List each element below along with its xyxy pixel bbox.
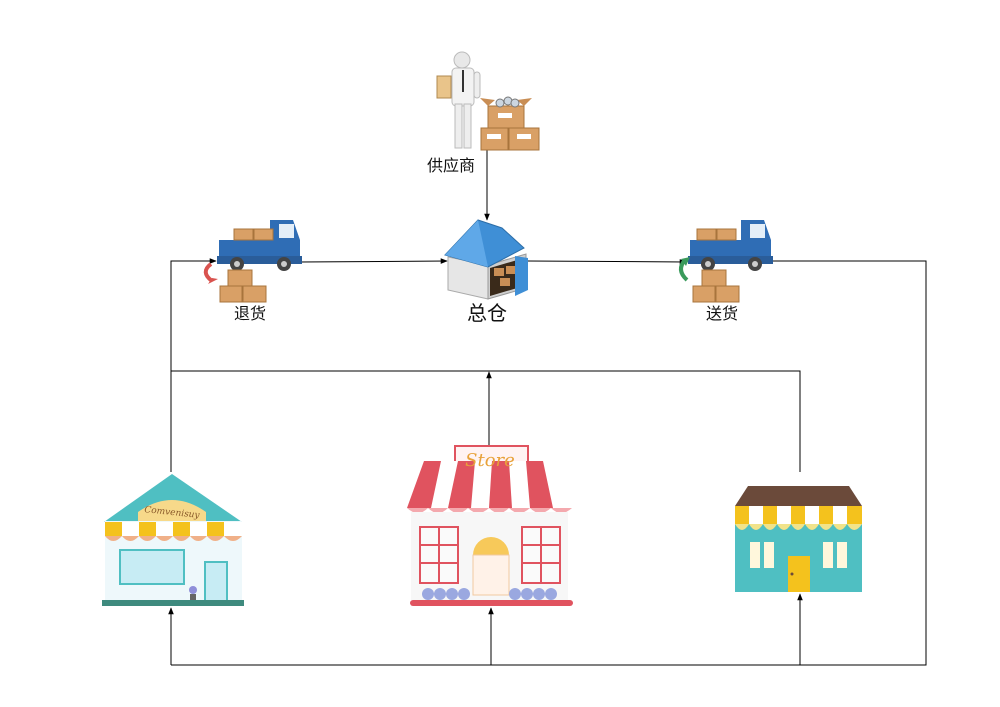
awning (735, 506, 862, 530)
delivery-truck-node: 送货 (681, 220, 773, 323)
return-boxes-icon (220, 270, 266, 302)
warehouse-node: 总仓 (445, 220, 528, 325)
warehouse-to-delivery-truck-edge (528, 261, 686, 262)
store-right-node (735, 486, 862, 592)
truck-icon (688, 220, 773, 271)
supplier-node: 供应商 (427, 52, 539, 175)
delivery-label: 送货 (706, 304, 738, 323)
convenience-store-icon (102, 474, 244, 606)
shop-icon (735, 486, 862, 592)
supplier-boxes-icon (480, 97, 539, 150)
return-curved-arrow-icon (206, 264, 212, 281)
store-center-node: Store (407, 446, 573, 606)
warehouse-label: 总仓 (467, 301, 507, 325)
store-center-sign: Store (465, 450, 515, 471)
supplier-label: 供应商 (427, 156, 475, 175)
supplier-person-icon (437, 52, 480, 148)
return-truck-to-warehouse-edge (300, 261, 447, 262)
delivery-boxes-icon (693, 270, 739, 302)
return-truck-node: 退货 (206, 220, 302, 323)
return-label: 退货 (234, 304, 266, 323)
truck-icon (217, 220, 302, 271)
warehouse-icon (445, 220, 528, 299)
store-left-node: Comvenisuy (102, 474, 244, 606)
